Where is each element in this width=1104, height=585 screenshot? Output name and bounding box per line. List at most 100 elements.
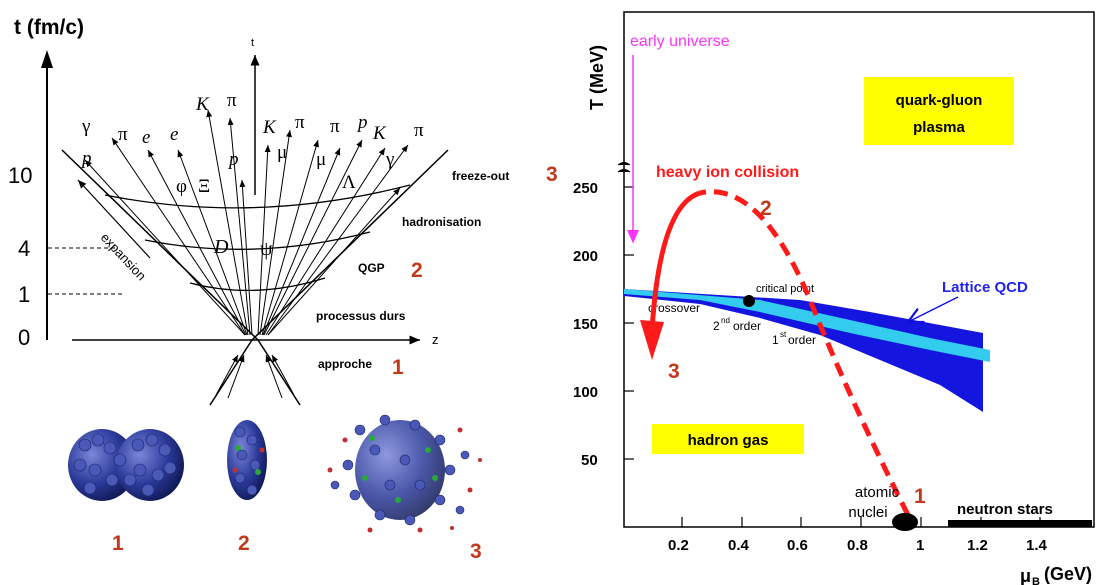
- lightcone-right: [251, 149, 449, 341]
- axis-break-marks: [617, 162, 631, 173]
- stage-approche: approche: [318, 357, 372, 371]
- heavy-ion-arrowhead-icon: [640, 320, 664, 360]
- x-tick-marks: [681, 517, 1041, 527]
- nuclei-label-1: 1: [112, 532, 124, 555]
- incoming-arrow: [215, 354, 239, 396]
- plot-frame: [623, 11, 1095, 528]
- psi-label: ψ: [260, 238, 273, 260]
- stage-hadronisation: hadronisation: [402, 215, 481, 229]
- particle-label: π: [330, 116, 340, 137]
- path-number-3: 3: [668, 360, 680, 383]
- neutron-stars-label: neutron stars: [957, 501, 1053, 518]
- lattice-qcd-label: Lattice QCD: [942, 279, 1028, 296]
- stage-qgp: QGP: [358, 261, 385, 275]
- y-tick-label: 200: [573, 248, 598, 265]
- first-order-label: 1 st order: [772, 330, 816, 347]
- particle-label: γ: [385, 149, 394, 170]
- x-axis-title: μ B (GeV): [1020, 564, 1092, 585]
- svg-text:2: 2: [713, 319, 720, 333]
- particle-label: p: [227, 149, 239, 170]
- qcd-phase-diagram: 250 200 150 100 50 0.2 0.4 0.6 0.8 1 1.2…: [573, 11, 1095, 585]
- particle-label: γ: [81, 116, 90, 137]
- spacetime-diagram: t (fm/c) 10 4 1 0 z t expansion: [8, 16, 558, 406]
- expansion-label: expansion: [98, 230, 149, 284]
- tick-4: 4: [18, 236, 30, 261]
- lattice-qcd-arrow: [908, 296, 959, 322]
- tick-10: 10: [8, 163, 32, 188]
- stage-processus-durs: processus durs: [316, 309, 406, 323]
- heavy-ion-dashed-path: [699, 189, 911, 517]
- particle-label: p: [356, 112, 368, 133]
- stage-number-3: 3: [546, 163, 558, 186]
- lightcone-left: [61, 149, 259, 341]
- svg-text:order: order: [733, 319, 761, 333]
- x-tick-label: 1: [916, 537, 924, 554]
- incoming-arrow: [227, 354, 245, 399]
- hadronisation-hyperbola: [144, 231, 371, 250]
- x-tick-label: 0.6: [787, 537, 808, 554]
- path-number-2: 2: [760, 197, 772, 220]
- second-order-label: 2 nd order: [713, 316, 761, 333]
- hadron-gas-label: hadron gas: [688, 432, 769, 449]
- nuclei-label-2: 2: [238, 532, 250, 555]
- center-time-label: t: [251, 37, 254, 49]
- particle-label: K: [262, 117, 277, 138]
- particle-label: π: [414, 120, 424, 141]
- colliding-nuclei-illustration: 1 2 3: [68, 414, 482, 563]
- freezeout-hyperbola: [104, 184, 411, 209]
- lattice-crossover-band: [624, 289, 990, 362]
- d-meson-label: D: [213, 236, 229, 258]
- atomic-nuclei-label-line1: atomic: [855, 484, 900, 501]
- x-tick-label: 0.4: [728, 537, 750, 554]
- particle-label: e: [170, 124, 178, 145]
- nuclei-label-3: 3: [470, 540, 482, 563]
- y-tick-label: 100: [573, 384, 598, 401]
- particle-tracks: [84, 109, 409, 336]
- tick-1: 1: [18, 282, 30, 307]
- particle-labels: γ π e e p φ Ξ p K π K μ π μ π p K π Λ γ: [80, 90, 424, 197]
- x-tick-label: 1.4: [1026, 537, 1048, 554]
- x-tick-label: 0.2: [668, 537, 689, 554]
- time-axis-arrow-icon: [41, 50, 53, 68]
- particle-label: π: [295, 112, 305, 133]
- nuclei-stage-2: [227, 420, 267, 500]
- svg-text:order: order: [788, 333, 816, 347]
- expansion-arrow: [77, 179, 151, 259]
- particle-label: π: [118, 124, 128, 145]
- z-axis-label: z: [432, 332, 439, 347]
- nuclei-stage-3: [327, 414, 482, 533]
- svg-text:nd: nd: [721, 316, 730, 325]
- heavy-ion-collision-label: heavy ion collision: [656, 164, 799, 181]
- critical-point-label: critical point: [756, 283, 814, 295]
- time-axis-title: t (fm/c): [14, 16, 84, 39]
- particle-label: φ: [176, 176, 187, 197]
- y-tick-label: 50: [581, 452, 598, 469]
- y-tick-label: 250: [573, 180, 598, 197]
- svg-text:st: st: [780, 330, 787, 339]
- heavy-ion-solid-path: [649, 190, 701, 331]
- lower-cone-left: [209, 339, 253, 406]
- qgp-hyperbola: [189, 277, 326, 292]
- particle-label: K: [372, 123, 387, 144]
- particle-label: K: [195, 94, 210, 115]
- particle-label: μ: [277, 142, 287, 163]
- nuclei-stage-1: [68, 429, 184, 501]
- neutron-stars-bar: [948, 520, 1092, 527]
- critical-point-marker: [743, 295, 755, 307]
- y-tick-label: 150: [573, 316, 598, 333]
- crossover-label: crossover: [648, 301, 700, 315]
- stage-number-2: 2: [411, 259, 423, 282]
- x-axis-title-sub: B: [1032, 576, 1040, 585]
- stage-number-1: 1: [392, 356, 404, 379]
- path-number-1: 1: [914, 485, 926, 508]
- qgp-region-box: [864, 77, 1014, 145]
- particle-label: π: [227, 90, 237, 111]
- qgp-region-label-line1: quark-gluon: [896, 92, 983, 109]
- atomic-nuclei-label-line2: nuclei: [848, 504, 887, 521]
- x-axis-title-mu: μ: [1020, 566, 1031, 585]
- particle-label: Ξ: [198, 176, 210, 197]
- particle-label: p: [80, 148, 92, 169]
- incoming-arrow: [271, 354, 295, 396]
- x-tick-label: 1.2: [967, 537, 988, 554]
